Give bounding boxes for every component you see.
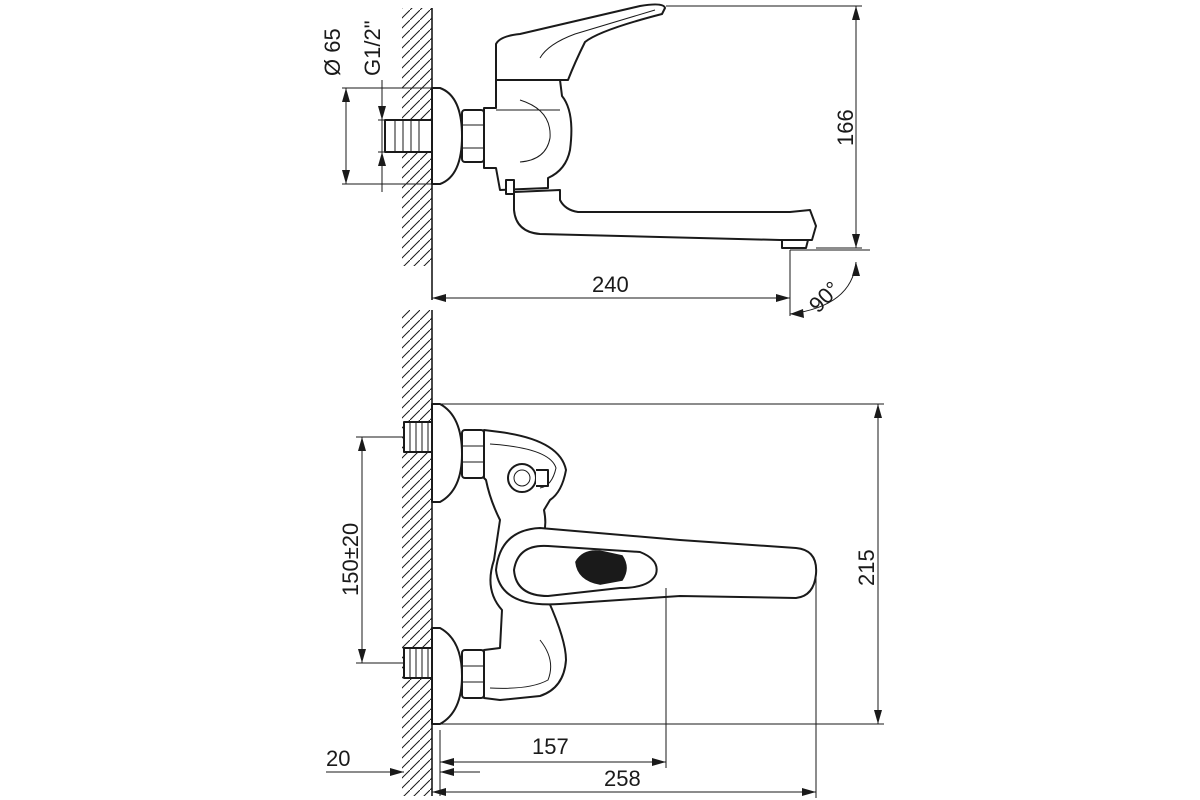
side-connector-nut: [461, 109, 485, 163]
front-total-length-dimension: 258: [432, 578, 817, 798]
front-lower-nipple: [403, 647, 435, 679]
side-height-dimension: 166: [666, 5, 862, 249]
side-thread-label: G1/2": [360, 20, 385, 76]
front-spacing-label: 150±20: [338, 523, 363, 596]
front-body-inner-lower: [489, 639, 552, 689]
front-offset-label: 20: [326, 746, 350, 771]
side-height-label: 166: [833, 109, 858, 146]
front-total-length-label: 258: [604, 766, 641, 791]
side-angle-label: 90°: [804, 276, 845, 317]
front-spacing-dimension: 150±20: [338, 436, 404, 664]
front-lower-nut: [461, 649, 485, 699]
side-escutcheon: [431, 87, 463, 185]
side-spout: [513, 189, 817, 241]
front-upper-nut: [461, 429, 485, 479]
side-thread-nipple: [384, 119, 434, 153]
front-wall-hatch: [402, 310, 432, 796]
side-mixer-body: [483, 79, 573, 191]
side-pin: [505, 179, 515, 195]
front-height-dimension: 215: [440, 403, 884, 725]
side-body-curve: [519, 99, 551, 163]
front-upper-escutcheon: [431, 403, 463, 503]
front-lever-slot: [575, 550, 627, 585]
front-shower-holder: [507, 463, 549, 493]
front-offset-dimension: 20: [326, 746, 480, 776]
side-diameter-dimension: Ø 65: [320, 28, 440, 185]
side-diameter-label: Ø 65: [320, 28, 345, 76]
side-reach-label: 240: [592, 272, 629, 297]
front-upper-nipple: [403, 421, 435, 453]
side-spout-aerator: [781, 239, 809, 249]
side-reach-dimension: 240: [432, 250, 791, 316]
side-lever-edge: [539, 9, 656, 59]
side-angle-dimension: 90°: [789, 249, 870, 318]
side-thread-dimension: G1/2": [360, 20, 386, 192]
front-height-label: 215: [854, 549, 879, 586]
front-lower-escutcheon: [431, 627, 463, 725]
front-handle-reach-dimension: 157: [439, 588, 667, 796]
side-view: Ø 65 G1/2" 166 240: [320, 3, 870, 318]
side-lever-handle: [495, 3, 666, 81]
front-handle-reach-label: 157: [532, 734, 569, 759]
front-view: 150±20 215 157 258: [326, 310, 884, 798]
